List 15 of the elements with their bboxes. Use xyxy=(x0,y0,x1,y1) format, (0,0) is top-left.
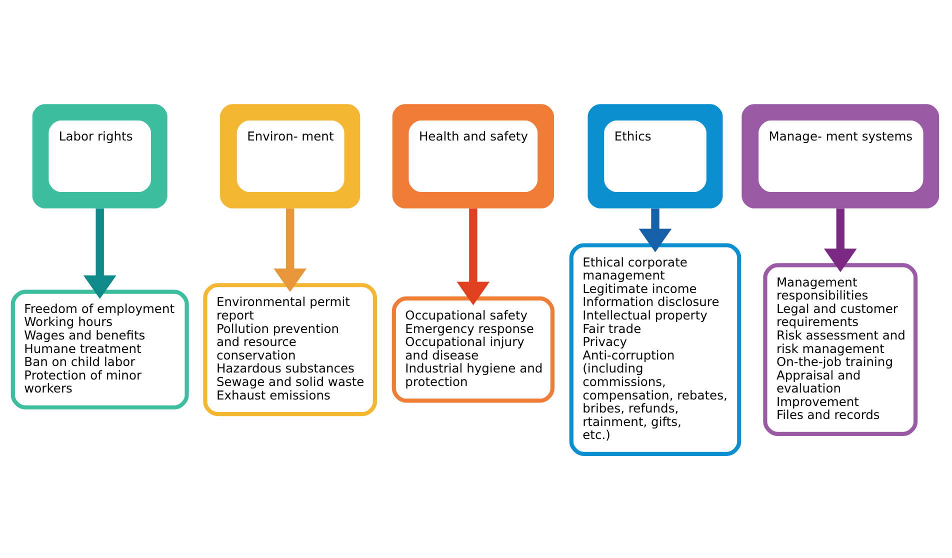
node-box: Management responsibilities Legal and customer requirements Risk assessment and risk management On-the-job training Appraisal and evaluation Improvement Files and records xyxy=(763,263,918,436)
node-box: Environmental permit report Pollution prevention and resource conservation Hazardous substances Sewage and solid waste Exhaust emissions xyxy=(203,283,378,416)
node-box: Environ- ment xyxy=(220,104,360,208)
node-box: Ethics xyxy=(588,104,723,208)
node-box: Manage- ment systems xyxy=(742,104,940,208)
node-box: Health and safety xyxy=(392,104,554,208)
node-box: Occupational safety Emergency response Occupational injury and disease Industrial hygiene and protection xyxy=(392,296,554,403)
arrow xyxy=(274,208,307,292)
node-box: Labor rights xyxy=(32,104,168,208)
arrow xyxy=(824,208,857,272)
arrow xyxy=(638,208,672,252)
arrow xyxy=(456,208,490,306)
node-box: Ethical corporate management Legitimate income Information disclosure Intellectual property Fair trade Privacy Anti-corruption (including commissions, compensation, rebates, bribes, refunds, rtainment, gifts, etc.) xyxy=(569,243,742,456)
arrow xyxy=(83,208,116,299)
node-box: Freedom of employment Working hours Wages and benefits Humane treatment Ban on child labor Protection of minor workers xyxy=(10,290,189,410)
